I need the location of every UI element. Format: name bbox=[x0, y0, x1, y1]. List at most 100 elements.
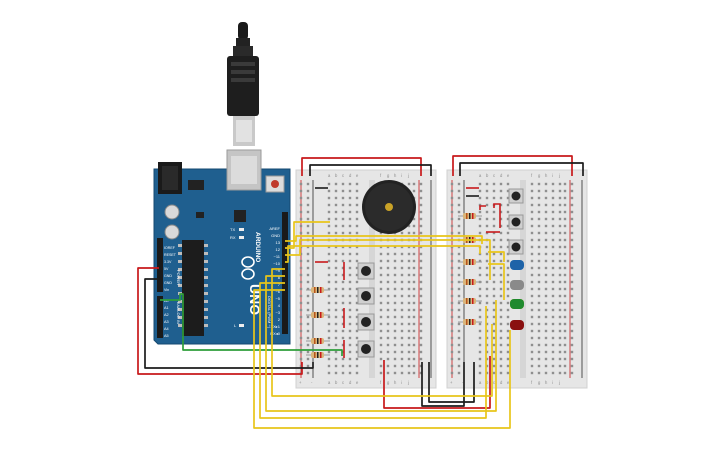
breadboard-hole[interactable] bbox=[551, 315, 555, 319]
breadboard-hole[interactable] bbox=[544, 203, 548, 207]
breadboard-hole[interactable] bbox=[551, 231, 555, 235]
breadboard-hole[interactable] bbox=[506, 203, 510, 207]
breadboard-hole[interactable] bbox=[544, 224, 548, 228]
breadboard-hole[interactable] bbox=[506, 273, 510, 277]
breadboard-hole[interactable] bbox=[530, 189, 534, 193]
breadboard-hole[interactable] bbox=[478, 329, 482, 333]
breadboard-hole[interactable] bbox=[530, 252, 534, 256]
breadboard-hole[interactable] bbox=[355, 203, 359, 207]
breadboard-hole[interactable] bbox=[412, 252, 416, 256]
breadboard-hole[interactable] bbox=[327, 357, 331, 361]
breadboard-hole[interactable] bbox=[412, 315, 416, 319]
breadboard-hole[interactable] bbox=[563, 224, 567, 228]
resistor-b1-1[interactable] bbox=[306, 287, 330, 293]
breadboard-hole[interactable] bbox=[355, 343, 359, 347]
breadboard-hole[interactable] bbox=[558, 301, 562, 305]
resistor-b1-3[interactable] bbox=[306, 338, 330, 344]
breadboard-hole[interactable] bbox=[334, 322, 338, 326]
breadboard-hole[interactable] bbox=[419, 301, 423, 305]
breadboard-hole[interactable] bbox=[299, 350, 303, 354]
wire-green-a0[interactable] bbox=[160, 293, 343, 356]
jumpers-board2[interactable] bbox=[466, 187, 501, 233]
breadboard-hole[interactable] bbox=[299, 182, 303, 186]
breadboard-hole[interactable] bbox=[551, 245, 555, 249]
breadboard-hole[interactable] bbox=[530, 280, 534, 284]
breadboard-hole[interactable] bbox=[457, 203, 461, 207]
breadboard-hole[interactable] bbox=[492, 224, 496, 228]
breadboard-hole[interactable] bbox=[570, 329, 574, 333]
breadboard-hole[interactable] bbox=[379, 329, 383, 333]
breadboard-hole[interactable] bbox=[334, 210, 338, 214]
breadboard-hole[interactable] bbox=[492, 245, 496, 249]
breadboard-hole[interactable] bbox=[341, 350, 345, 354]
breadboard-hole[interactable] bbox=[412, 182, 416, 186]
breadboard-hole[interactable] bbox=[506, 357, 510, 361]
breadboard-hole[interactable] bbox=[348, 308, 352, 312]
breadboard-hole[interactable] bbox=[419, 322, 423, 326]
breadboard-hole[interactable] bbox=[355, 301, 359, 305]
breadboard-hole[interactable] bbox=[530, 315, 534, 319]
breadboard-hole[interactable] bbox=[457, 315, 461, 319]
breadboard-hole[interactable] bbox=[334, 315, 338, 319]
breadboard-hole[interactable] bbox=[407, 364, 411, 368]
breadboard-hole[interactable] bbox=[306, 357, 310, 361]
breadboard-hole[interactable] bbox=[306, 280, 310, 284]
breadboard-hole[interactable] bbox=[506, 322, 510, 326]
breadboard-hole[interactable] bbox=[457, 322, 461, 326]
pushbutton-3[interactable] bbox=[357, 313, 375, 331]
usb-cable[interactable] bbox=[227, 22, 259, 146]
breadboard-hole[interactable] bbox=[407, 350, 411, 354]
breadboard-hole[interactable] bbox=[537, 336, 541, 340]
breadboard-hole[interactable] bbox=[551, 294, 555, 298]
breadboard-hole[interactable] bbox=[419, 189, 423, 193]
breadboard-hole[interactable] bbox=[419, 252, 423, 256]
resistor-b1-4[interactable] bbox=[306, 352, 330, 358]
breadboard-hole[interactable] bbox=[355, 322, 359, 326]
breadboard-hole[interactable] bbox=[386, 329, 390, 333]
breadboard-hole[interactable] bbox=[563, 266, 567, 270]
breadboard-hole[interactable] bbox=[551, 350, 555, 354]
breadboard-hole[interactable] bbox=[551, 329, 555, 333]
breadboard-hole[interactable] bbox=[530, 329, 534, 333]
breadboard-hole[interactable] bbox=[499, 329, 503, 333]
breadboard-hole[interactable] bbox=[530, 259, 534, 263]
breadboard-hole[interactable] bbox=[400, 280, 404, 284]
breadboard-hole[interactable] bbox=[450, 203, 454, 207]
breadboard-hole[interactable] bbox=[379, 231, 383, 235]
breadboard-hole[interactable] bbox=[485, 189, 489, 193]
breadboard-hole[interactable] bbox=[492, 182, 496, 186]
breadboard-hole[interactable] bbox=[341, 217, 345, 221]
breadboard-hole[interactable] bbox=[393, 336, 397, 340]
breadboard-hole[interactable] bbox=[530, 273, 534, 277]
breadboard-hole[interactable] bbox=[499, 301, 503, 305]
breadboard-hole[interactable] bbox=[299, 287, 303, 291]
breadboard-hole[interactable] bbox=[492, 350, 496, 354]
breadboard-hole[interactable] bbox=[558, 231, 562, 235]
breadboard-hole[interactable] bbox=[450, 252, 454, 256]
breadboard-hole[interactable] bbox=[334, 189, 338, 193]
breadboard-hole[interactable] bbox=[341, 301, 345, 305]
breadboard-hole[interactable] bbox=[558, 252, 562, 256]
breadboard-hole[interactable] bbox=[537, 231, 541, 235]
breadboard-hole[interactable] bbox=[306, 308, 310, 312]
breadboard-hole[interactable] bbox=[478, 217, 482, 221]
breadboard-hole[interactable] bbox=[450, 217, 454, 221]
breadboard-hole[interactable] bbox=[558, 273, 562, 277]
breadboard-hole[interactable] bbox=[393, 301, 397, 305]
breadboard-hole[interactable] bbox=[492, 371, 496, 375]
breadboard-hole[interactable] bbox=[450, 224, 454, 228]
breadboard-hole[interactable] bbox=[400, 259, 404, 263]
breadboard-hole[interactable] bbox=[537, 259, 541, 263]
breadboard-hole[interactable] bbox=[499, 182, 503, 186]
breadboard-hole[interactable] bbox=[506, 350, 510, 354]
breadboard-hole[interactable] bbox=[334, 308, 338, 312]
breadboard-hole[interactable] bbox=[537, 301, 541, 305]
breadboard-hole[interactable] bbox=[506, 280, 510, 284]
breadboard-hole[interactable] bbox=[478, 343, 482, 347]
breadboard-hole[interactable] bbox=[341, 322, 345, 326]
breadboard-hole[interactable] bbox=[419, 224, 423, 228]
wire-yellow-b2-short[interactable] bbox=[488, 251, 505, 262]
breadboard-hole[interactable] bbox=[563, 252, 567, 256]
breadboard-hole[interactable] bbox=[499, 245, 503, 249]
breadboard-hole[interactable] bbox=[499, 280, 503, 284]
